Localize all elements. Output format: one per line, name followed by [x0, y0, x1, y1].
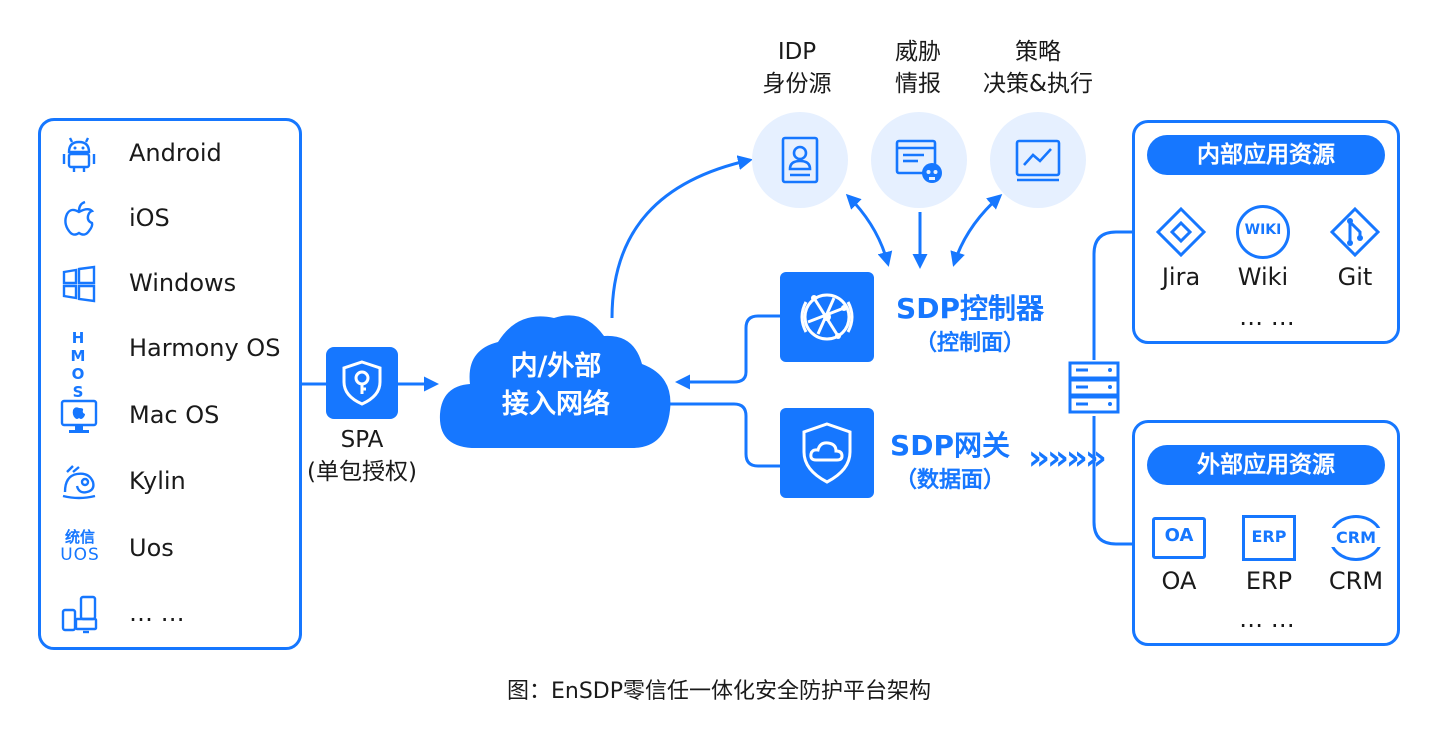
os-item-mac-os: Mac OS — [41, 393, 301, 439]
os-label-mac-os: Mac OS — [129, 401, 220, 429]
jira-icon — [1155, 206, 1207, 258]
threat-intel-node — [871, 112, 967, 208]
os-label-more: … … — [129, 599, 185, 627]
windows-icon — [62, 265, 96, 303]
threat-intel-label: 威胁 情报 — [858, 36, 978, 100]
sdp-controller-subtitle: （控制面） — [914, 331, 1025, 356]
idp-label-line1: IDP — [777, 39, 817, 65]
threat-label-line1: 威胁 — [895, 39, 941, 65]
cloud-shape — [439, 315, 671, 448]
os-item-uos: 统信 UOS Uos — [41, 526, 301, 572]
policy-label: 策略 决策&执行 — [966, 36, 1110, 100]
kylin-icon — [62, 465, 96, 500]
os-label-harmony-os: Harmony OS — [129, 334, 281, 362]
android-icon — [62, 137, 96, 172]
oa-label: OA — [1161, 567, 1197, 595]
identity-card-icon — [781, 136, 819, 184]
uos-icon-text-top: 统信 — [64, 528, 95, 546]
network-label: 内/外部 接入网络 — [466, 348, 646, 424]
harmony-icon-text: H M O S — [70, 329, 92, 401]
sdp-gateway-node — [780, 408, 874, 498]
server-rack-icon — [1068, 361, 1120, 414]
network-cloud — [439, 315, 671, 448]
server-to-internal-line — [1092, 230, 1132, 360]
erp-label: ERP — [1245, 567, 1293, 595]
shield-cloud-icon — [802, 422, 852, 484]
harmony-os-icon: H M O S — [59, 329, 103, 401]
apple-icon — [64, 200, 95, 236]
crm-icon-text: CRM — [1326, 528, 1386, 547]
wiki-icon: WIKI — [1236, 205, 1290, 259]
idp-controller-arrow — [845, 193, 893, 267]
uos-icon: 统信 UOS — [55, 529, 105, 569]
sdp-controller-node — [780, 272, 874, 362]
server-to-external-line — [1092, 416, 1132, 546]
sdp-controller-title: SDP控制器 — [896, 292, 1044, 325]
policy-chart-icon — [1015, 139, 1061, 182]
os-item-android: Android — [41, 131, 301, 177]
erp-icon-text: ERP — [1251, 527, 1287, 546]
os-label-kylin: Kylin — [129, 467, 186, 495]
shield-key-icon — [342, 360, 382, 406]
controller-to-network-arrow — [675, 314, 780, 390]
os-item-kylin: Kylin — [41, 459, 301, 505]
wiki-icon-text: WIKI — [1244, 222, 1282, 238]
spa-label: SPA (单包授权) — [292, 424, 432, 488]
spa-label-line1: SPA — [340, 427, 384, 453]
git-icon — [1329, 206, 1381, 258]
uos-icon-text-bottom: UOS — [60, 545, 100, 565]
oa-icon: OA — [1152, 517, 1206, 559]
policy-label-line2: 决策&执行 — [983, 71, 1093, 97]
internal-more: … … — [1239, 303, 1295, 331]
client-os-panel: Android iOS Windows H M O S Harmony OS — [38, 118, 302, 650]
os-label-uos: Uos — [129, 534, 174, 562]
idp-node — [752, 112, 848, 208]
os-label-ios: iOS — [129, 204, 170, 232]
os-item-windows: Windows — [41, 261, 301, 307]
network-to-idp-arrow — [610, 155, 753, 319]
wiki-label: Wiki — [1237, 263, 1289, 291]
os-label-windows: Windows — [129, 269, 237, 297]
os-item-harmony-os: H M O S Harmony OS — [41, 326, 301, 401]
globe-network-icon — [800, 293, 854, 341]
external-resources-panel: 外部应用资源 OA OA ERP ERP CRM CRM … … — [1132, 420, 1400, 646]
sdp-gateway-subtitle: （数据面） — [894, 468, 1005, 493]
network-to-gateway-line — [666, 402, 780, 468]
external-more: … … — [1239, 605, 1295, 633]
threat-label-line2: 情报 — [895, 71, 941, 97]
oa-icon-text: OA — [1164, 525, 1194, 546]
git-label: Git — [1337, 263, 1373, 291]
idp-label-line2: 身份源 — [762, 71, 832, 97]
internal-resources-panel: 内部应用资源 Jira WIKI Wiki Git … … — [1132, 120, 1400, 344]
policy-node — [990, 112, 1086, 208]
internal-resources-title: 内部应用资源 — [1147, 135, 1385, 175]
external-resources-title: 外部应用资源 — [1147, 445, 1385, 485]
policy-controller-arrow — [950, 194, 1003, 267]
threat-intel-icon — [895, 139, 942, 183]
os-label-android: Android — [129, 139, 222, 167]
idp-label: IDP 身份源 — [737, 36, 857, 100]
erp-icon: ERP — [1242, 515, 1296, 561]
gateway-chevrons: »»»» — [1028, 438, 1107, 478]
crm-label: CRM — [1328, 567, 1384, 595]
os-item-more: … … — [41, 591, 301, 637]
sdp-gateway-title: SDP网关 — [890, 429, 1010, 462]
policy-label-line1: 策略 — [1015, 39, 1061, 65]
figure-caption: 图：EnSDP零信任一体化安全防护平台架构 — [506, 679, 932, 704]
network-label-line2: 接入网络 — [502, 389, 610, 420]
network-label-line1: 内/外部 — [510, 351, 602, 382]
os-item-ios: iOS — [41, 196, 301, 242]
mac-monitor-icon — [60, 399, 98, 433]
crm-icon: CRM — [1326, 515, 1386, 561]
spa-node — [326, 347, 398, 419]
spa-label-line2: (单包授权) — [307, 459, 417, 485]
jira-label: Jira — [1161, 263, 1201, 291]
devices-icon — [61, 595, 98, 634]
